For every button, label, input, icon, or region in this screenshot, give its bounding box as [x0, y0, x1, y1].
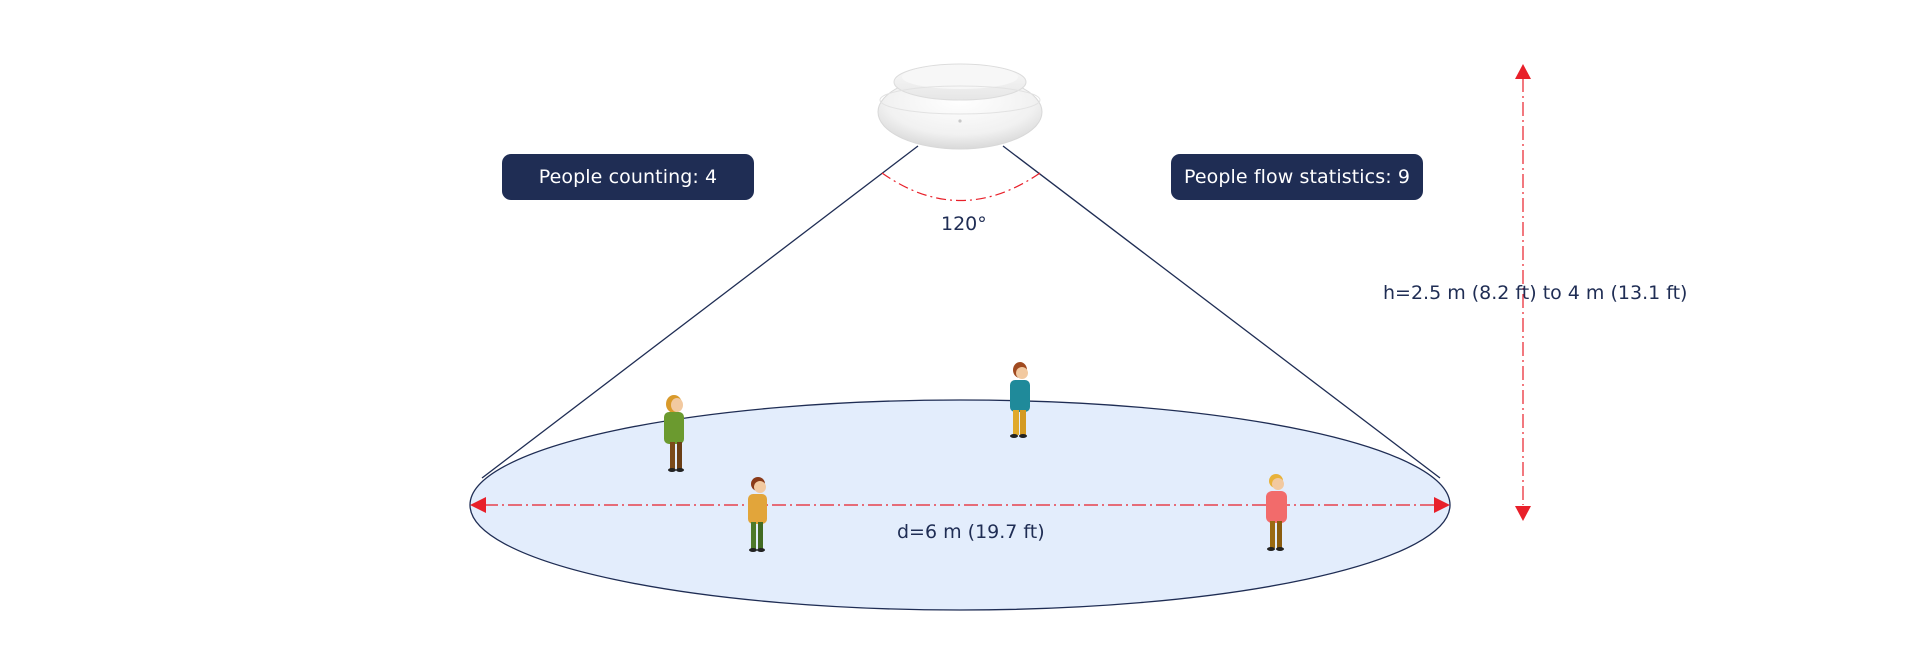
angle-label: 120°: [941, 213, 987, 235]
person-icon: [1266, 474, 1287, 551]
angle-arc: [881, 172, 1041, 202]
people-counting-badge: People counting: 4: [502, 154, 754, 200]
person-icon: [748, 477, 767, 552]
cone-left-edge: [481, 145, 919, 479]
height-label: h=2.5 m (8.2 ft) to 4 m (13.1 ft): [1383, 282, 1688, 304]
people-counter-sensor-icon: [877, 63, 1043, 150]
diameter-label: d=6 m (19.7 ft): [897, 521, 1045, 543]
cone-right-edge: [1002, 145, 1441, 479]
person-icon: [664, 395, 684, 472]
height-dimension: [1515, 64, 1531, 521]
people-flow-text: People flow statistics: 9: [1183, 166, 1411, 188]
person-icon: [1010, 362, 1030, 438]
people-flow-badge: People flow statistics: 9: [1171, 154, 1423, 200]
people-counting-text: People counting: 4: [538, 166, 718, 188]
